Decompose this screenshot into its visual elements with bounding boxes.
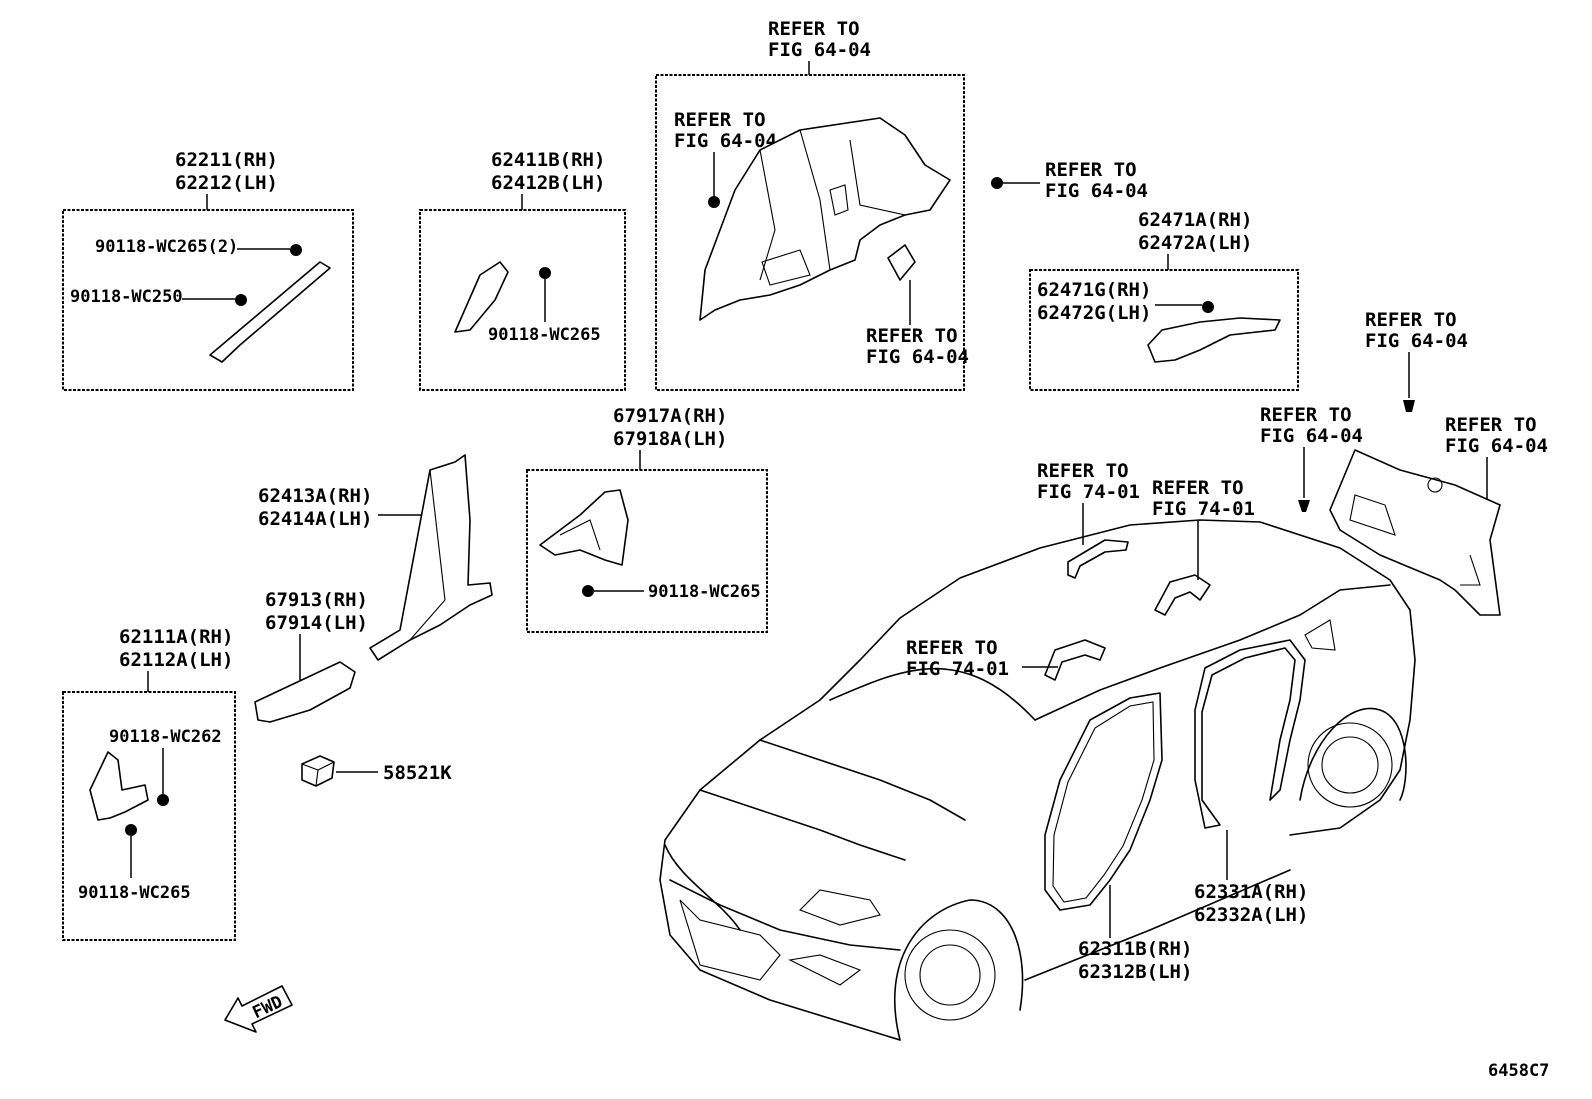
refer-r5-line1: REFER TO xyxy=(1365,309,1457,331)
refer-r4-line1: REFER TO xyxy=(1045,159,1137,181)
assist-grip-right xyxy=(1154,574,1211,616)
group-62311: 62311B(RH) 62312B(LH) xyxy=(1078,885,1192,983)
refer-r1-line2: FIG 64-04 xyxy=(768,39,871,61)
group-refer-74: REFER TO FIG 74-01 REFER TO FIG 74-01 RE… xyxy=(906,460,1255,680)
group-62111a: 62111A(RH) 62112A(LH) 90118-WC262 90118-… xyxy=(62,626,236,941)
refer-r1-line1: REFER TO xyxy=(768,18,860,40)
rear-scuff-plate xyxy=(254,661,356,723)
group-62411: 62411B(RH) 62412B(LH) 90118-WC265 xyxy=(419,149,626,391)
refer-r7-line2: FIG 64-04 xyxy=(1445,435,1548,457)
b-pillar-upper-garnish xyxy=(454,261,509,333)
label-67918a-lh: 67918A(LH) xyxy=(613,428,727,450)
refer-r2-line2: FIG 64-04 xyxy=(674,130,777,152)
label-62411b-rh: 62411B(RH) xyxy=(491,149,605,171)
label-62332a-lh: 62332A(LH) xyxy=(1194,904,1308,926)
deck-trim-side xyxy=(1147,317,1281,363)
refer-r6-line2: FIG 64-04 xyxy=(1260,425,1363,447)
refer-r3-line1: REFER TO xyxy=(866,325,958,347)
label-58521k: 58521K xyxy=(383,762,452,784)
box-62111a xyxy=(62,691,236,941)
label-62331a-rh: 62331A(RH) xyxy=(1194,881,1308,903)
label-90118-wc265-2: 90118-WC265(2) xyxy=(95,237,238,257)
refer-r9-line2: FIG 74-01 xyxy=(1152,498,1255,520)
label-90118-wc265-b: 90118-WC265 xyxy=(488,325,601,345)
refer-r5-line2: FIG 64-04 xyxy=(1365,330,1468,352)
group-62211: 62211(RH) 62212(LH) 90118-WC265(2) 90118… xyxy=(62,149,354,391)
refer-r9-line1: REFER TO xyxy=(1152,477,1244,499)
label-90118-wc250: 90118-WC250 xyxy=(70,287,183,307)
clip-icon xyxy=(1202,301,1214,313)
refer-r3-line2: FIG 64-04 xyxy=(866,346,969,368)
refer-r10-line2: FIG 74-01 xyxy=(906,658,1009,680)
label-62472g-lh: 62472G(LH) xyxy=(1037,302,1151,324)
label-62211-rh: 62211(RH) xyxy=(175,149,278,171)
group-67913: 67913(RH) 67914(LH) xyxy=(254,589,368,723)
label-90118-wc262: 90118-WC262 xyxy=(109,727,222,747)
box-62471a xyxy=(1029,269,1299,391)
group-62471a: 62471A(RH) 62472A(LH) 62471G(RH) 62472G(… xyxy=(1029,209,1299,391)
label-62212-lh: 62212(LH) xyxy=(175,172,278,194)
group-quarter-trim: REFER TO FIG 64-04 REFER TO FIG 64-04 RE… xyxy=(655,18,969,391)
box-quarter-trim xyxy=(655,74,965,391)
group-58521k: 58521K xyxy=(301,755,452,787)
clip-icon xyxy=(708,196,720,208)
clip-icon xyxy=(539,267,551,279)
clip-icon xyxy=(290,244,302,256)
label-62414a-lh: 62414A(LH) xyxy=(258,508,372,530)
clip-icon xyxy=(582,585,594,597)
box-62411 xyxy=(419,209,626,391)
group-refer-r4: REFER TO FIG 64-04 xyxy=(991,159,1148,202)
back-door-trim xyxy=(1329,449,1501,616)
label-62112a-lh: 62112A(LH) xyxy=(119,649,233,671)
front-door-weatherstrip xyxy=(1044,692,1163,911)
clip-icon xyxy=(157,794,169,806)
assist-grip-front xyxy=(1044,639,1106,681)
refer-r10-line1: REFER TO xyxy=(906,637,998,659)
group-67917a: 67917A(RH) 67918A(LH) 90118-WC265 xyxy=(526,405,768,633)
label-90118-wc265-d: 90118-WC265 xyxy=(78,883,191,903)
refer-r2-line1: REFER TO xyxy=(674,109,766,131)
box-62211 xyxy=(62,209,354,391)
a-pillar-garnish xyxy=(209,261,331,363)
refer-r7-line1: REFER TO xyxy=(1445,414,1537,436)
label-62412b-lh: 62412B(LH) xyxy=(491,172,605,194)
cover-piece xyxy=(887,244,916,281)
label-62472a-lh: 62472A(LH) xyxy=(1138,232,1252,254)
box-67917a xyxy=(526,469,768,633)
cowl-side-trim xyxy=(89,751,149,821)
label-62311b-rh: 62311B(RH) xyxy=(1078,938,1192,960)
label-62111a-rh: 62111A(RH) xyxy=(119,626,233,648)
b-pillar-lower-garnish xyxy=(369,454,493,661)
label-62471g-rh: 62471G(RH) xyxy=(1037,279,1151,301)
label-67914-lh: 67914(LH) xyxy=(265,612,368,634)
label-62413a-rh: 62413A(RH) xyxy=(258,485,372,507)
screw-icon xyxy=(1403,400,1415,412)
group-62331: 62331A(RH) 62332A(LH) xyxy=(1194,830,1308,926)
quarter-trim-panel xyxy=(699,117,951,321)
fwd-arrow: FWD xyxy=(224,985,293,1033)
refer-r8-line2: FIG 74-01 xyxy=(1037,481,1140,503)
label-67917a-rh: 67917A(RH) xyxy=(613,405,727,427)
label-62471a-rh: 62471A(RH) xyxy=(1138,209,1252,231)
scuff-plate xyxy=(539,489,629,566)
clip-icon xyxy=(235,294,247,306)
rear-door-weatherstrip xyxy=(1194,639,1306,829)
screw-icon xyxy=(1298,500,1310,512)
group-refer-right: REFER TO FIG 64-04 REFER TO FIG 64-04 RE… xyxy=(1260,309,1548,616)
assist-grip-rear xyxy=(1067,539,1129,579)
refer-r6-line1: REFER TO xyxy=(1260,404,1352,426)
refer-r8-line1: REFER TO xyxy=(1037,460,1129,482)
clip-icon xyxy=(991,177,1003,189)
fwd-arrow-icon xyxy=(224,985,293,1033)
label-62312b-lh: 62312B(LH) xyxy=(1078,961,1192,983)
label-67913-rh: 67913(RH) xyxy=(265,589,368,611)
refer-r4-line2: FIG 64-04 xyxy=(1045,180,1148,202)
group-62413a: 62413A(RH) 62414A(LH) xyxy=(258,454,493,661)
vehicle-outline xyxy=(659,519,1416,1041)
diagram-code: 6458C7 xyxy=(1488,1061,1549,1081)
clip-icon xyxy=(125,824,137,836)
label-90118-wc265-c: 90118-WC265 xyxy=(648,582,761,602)
